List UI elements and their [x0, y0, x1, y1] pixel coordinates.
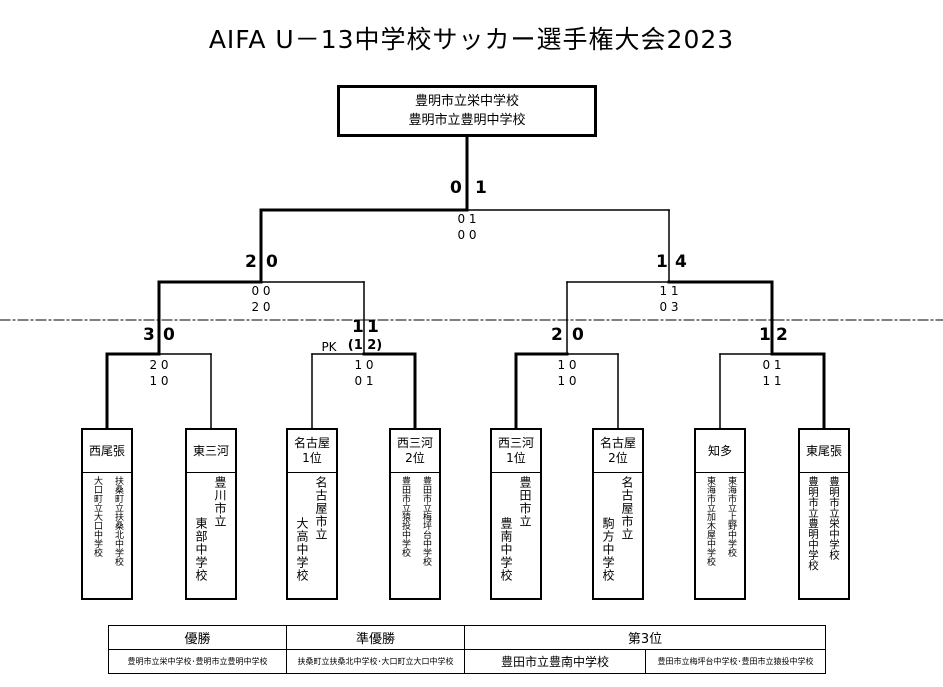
team-school-2: 東海市立上野中学校: [726, 476, 736, 557]
qf2-half-1: 1 0: [354, 358, 374, 372]
qf2-score-left: 1: [352, 317, 364, 337]
winner-label: 優勝: [108, 625, 287, 650]
qf4-half-1: 0 1: [762, 358, 782, 372]
third-place-value-1: 豊田市立豊南中学校: [464, 649, 646, 674]
team-box-nagoya-1: 名古屋 1位 大高中学校 名古屋市立: [286, 428, 338, 600]
team-rank: 1位: [506, 451, 526, 465]
final-score-right: 1: [475, 178, 487, 198]
qf1-score-right: 0: [163, 325, 175, 345]
team-school-2: 名古屋市立: [314, 476, 328, 541]
qf4-score-right: 2: [776, 325, 788, 345]
team-box-nishimikawa-2: 西三河 2位 豊田市立猿投中学校 豊田市立梅坪台中学校: [389, 428, 441, 600]
page-title: AIFA U－13中学校サッカー選手権大会2023: [208, 25, 735, 54]
team-box-nishiowari: 西尾張 大口町立大口中学校 扶桑町立扶桑北中学校: [81, 428, 133, 600]
team-region: 知多: [707, 443, 732, 458]
winner-value: 豊明市立栄中学校･豊明市立豊明中学校: [108, 649, 287, 674]
team-region: 西尾張: [88, 443, 125, 458]
team-school-1: 大口町立大口中学校: [92, 476, 102, 557]
team-region: 東尾張: [805, 443, 842, 458]
qf2-score-right: 1: [367, 317, 379, 337]
qf1-score-left: 3: [143, 325, 155, 345]
team-school-1: 東海市立加木屋中学校: [705, 476, 715, 566]
team-box-higashiowari: 東尾張 豊明市立豊明中学校 豊明市立栄中学校: [798, 428, 850, 600]
semi2-half-2: 0 3: [659, 300, 679, 314]
team-school-2: 豊田市立: [518, 476, 532, 528]
team-header: 知多: [696, 430, 744, 473]
team-school-1: 豊田市立猿投中学校: [400, 476, 410, 557]
team-header: 名古屋 1位: [288, 430, 336, 473]
team-box-chita: 知多 東海市立加木屋中学校 東海市立上野中学校: [694, 428, 746, 600]
third-place-label: 第3位: [464, 625, 826, 650]
results-header-row: 優勝 準優勝 第3位: [108, 625, 826, 650]
team-school-1: 豊明市立豊明中学校: [807, 476, 819, 571]
qf3-half-2: 1 0: [557, 374, 577, 388]
team-school-1: 駒方中学校: [601, 517, 615, 582]
third-place-value-2: 豊田市立梅坪台中学校･豊田市立猿投中学校: [645, 649, 826, 674]
team-rank: 2位: [608, 451, 628, 465]
team-header: 東尾張: [800, 430, 848, 473]
team-header: 名古屋 2位: [594, 430, 642, 473]
team-school-2: 豊田市立梅坪台中学校: [421, 476, 431, 566]
qf2-pk-score: (1 2): [347, 338, 383, 353]
semi2-score-right: 4: [675, 252, 687, 272]
semi1-score-right: 0: [266, 252, 278, 272]
qf2-pk-label: PK: [321, 340, 337, 354]
team-school-2: 扶桑町立扶桑北中学校: [113, 476, 123, 566]
team-region: 西三河: [497, 436, 534, 450]
team-box-nagoya-2: 名古屋 2位 駒方中学校 名古屋市立: [592, 428, 644, 600]
semi2-half-1: 1 1: [659, 284, 679, 298]
team-box-higashimikawa: 東三河 東部中学校 豊川市立: [185, 428, 237, 600]
qf4-score-left: 1: [759, 325, 771, 345]
team-header: 西尾張: [83, 430, 131, 473]
team-header: 西三河 2位: [391, 430, 439, 473]
runner-up-value: 扶桑町立扶桑北中学校･大口町立大口中学校: [286, 649, 465, 674]
team-school-2: 豊明市立栄中学校: [828, 476, 840, 560]
team-region: 名古屋: [599, 436, 636, 450]
semi1-score-left: 2: [245, 252, 257, 272]
results-value-row: 豊明市立栄中学校･豊明市立豊明中学校 扶桑町立扶桑北中学校･大口町立大口中学校 …: [108, 649, 826, 674]
team-school-1: 豊南中学校: [499, 517, 513, 582]
team-rank: 2位: [405, 451, 425, 465]
semi1-half-2: 2 0: [251, 300, 271, 314]
team-school-1: 東部中学校: [194, 517, 208, 582]
qf3-score-right: 0: [572, 325, 584, 345]
team-school-2: 豊川市立: [213, 476, 227, 528]
qf1-half-1: 2 0: [149, 358, 169, 372]
qf2-half-2: 0 1: [354, 374, 374, 388]
champion-team-a: 豊明市立栄中学校: [414, 94, 519, 109]
team-region: 東三河: [192, 443, 229, 458]
team-header: 東三河: [187, 430, 235, 473]
qf3-half-1: 1 0: [557, 358, 577, 372]
team-school-2: 名古屋市立: [620, 476, 634, 541]
qf3-score-left: 2: [551, 325, 563, 345]
final-half-2: 0 0: [457, 228, 477, 242]
team-region: 西三河: [396, 436, 433, 450]
champion-box: 豊明市立栄中学校 豊明市立豊明中学校: [337, 85, 597, 137]
semi2-score-left: 1: [656, 252, 668, 272]
qf1-half-2: 1 0: [149, 374, 169, 388]
runner-up-label: 準優勝: [286, 625, 465, 650]
team-rank: 1位: [302, 451, 322, 465]
team-box-nishimikawa-1: 西三河 1位 豊南中学校 豊田市立: [490, 428, 542, 600]
final-score-left: 0: [450, 178, 462, 198]
final-half-1: 0 1: [457, 212, 477, 226]
semi1-half-1: 0 0: [251, 284, 271, 298]
champion-team-b: 豊明市立豊明中学校: [408, 113, 526, 128]
team-header: 西三河 1位: [492, 430, 540, 473]
team-region: 名古屋: [293, 436, 330, 450]
results-table: 優勝 準優勝 第3位 豊明市立栄中学校･豊明市立豊明中学校 扶桑町立扶桑北中学校…: [108, 625, 826, 674]
team-school-1: 大高中学校: [295, 517, 309, 582]
qf4-half-2: 1 1: [762, 374, 782, 388]
